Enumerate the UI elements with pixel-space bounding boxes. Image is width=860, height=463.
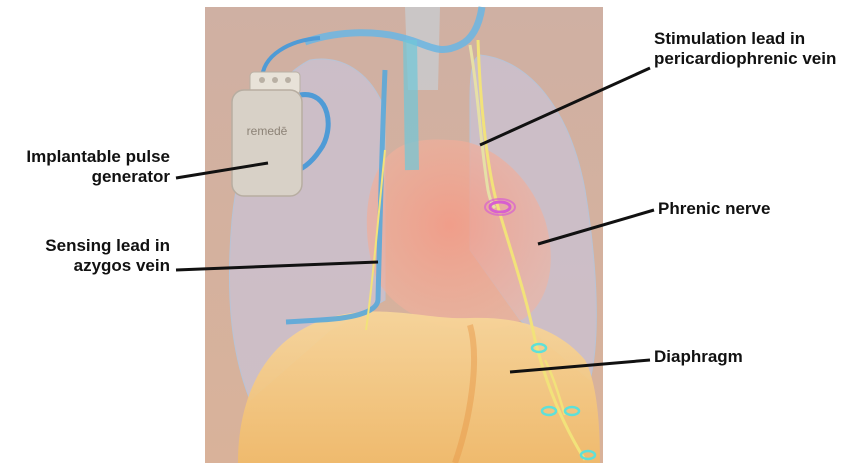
device-body (232, 90, 302, 196)
label-diaphragm: Diaphragm (654, 347, 743, 367)
label-phrenic-nerve: Phrenic nerve (658, 199, 770, 219)
label-sensing-lead: Sensing lead in azygos vein (28, 236, 170, 276)
superior-vena-cava (410, 40, 412, 170)
pulse-generator-device: remedē (232, 72, 302, 196)
label-stimulation-lead: Stimulation lead in pericardiophrenic ve… (654, 29, 836, 69)
label-pulse-generator: Implantable pulse generator (14, 147, 170, 187)
device-brand: remedē (247, 124, 288, 138)
